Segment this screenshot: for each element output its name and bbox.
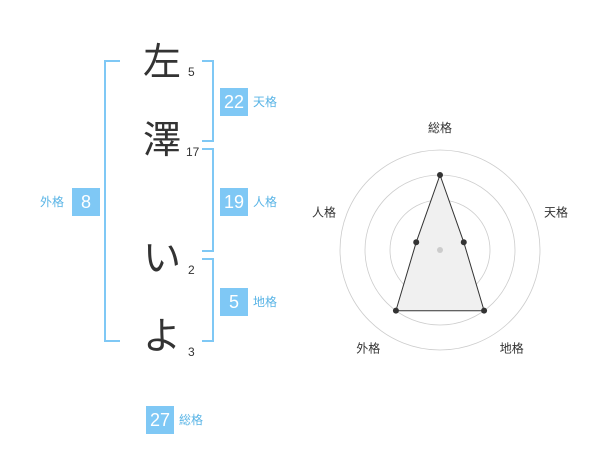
chikaku-value: 5 — [220, 288, 248, 316]
radar-axis-label-2: 天格 — [544, 204, 568, 219]
radar-ring-4 — [339, 149, 541, 351]
radar-axis-label-5: 人格 — [312, 204, 336, 219]
radar-center — [437, 247, 443, 253]
stroke-count-1: 5 — [188, 65, 195, 79]
jinkaku-bracket — [202, 148, 214, 252]
name-char-4: よ — [142, 314, 181, 358]
chikaku-bracket — [202, 258, 214, 342]
radar-point-2 — [460, 239, 467, 246]
stroke-count-2: 17 — [186, 145, 200, 159]
jinkaku-label: 人格 — [253, 195, 278, 209]
stroke-count-3: 2 — [188, 263, 195, 277]
gaikaku-value: 8 — [72, 188, 100, 216]
soukaku-value: 27 — [146, 406, 174, 434]
stroke-count-4: 3 — [188, 345, 195, 359]
radar-point-3 — [481, 307, 488, 314]
radar-axis-label-1: 総格 — [428, 120, 452, 135]
tenkaku-value: 22 — [220, 88, 248, 116]
name-char-3: い — [142, 236, 181, 280]
radar-shape — [395, 173, 485, 312]
name-char-2: 澤 — [142, 118, 181, 162]
tenkaku-label: 天格 — [253, 95, 278, 109]
soukaku-label: 総格 — [179, 413, 204, 427]
tenkaku-bracket — [202, 60, 214, 142]
name-char-1: 左 — [142, 40, 181, 84]
radar-point-4 — [392, 307, 399, 314]
radar-point-5 — [413, 239, 420, 246]
radar-point-1 — [437, 172, 443, 178]
radar-axis-label-3: 地格 — [500, 341, 524, 356]
jinkaku-value: 19 — [220, 188, 248, 216]
chikaku-label: 地格 — [253, 295, 278, 309]
gaikaku-bracket — [104, 60, 120, 342]
radar-axis-label-4: 外格 — [356, 341, 380, 356]
gaikaku-label: 外格 — [40, 195, 65, 209]
